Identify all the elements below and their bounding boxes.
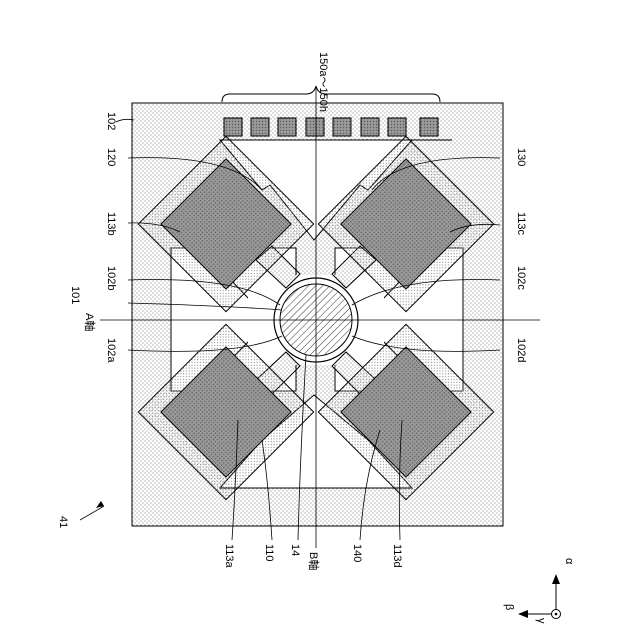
label-113d: 113d [391, 544, 403, 568]
label-113c: 113c [515, 212, 527, 236]
label-113b: 113b [105, 212, 117, 236]
label-102d: 102d [515, 338, 527, 362]
label-102: 102 [105, 112, 117, 130]
pad [420, 118, 438, 136]
label-110: 110 [263, 544, 275, 562]
brace [222, 86, 440, 102]
label-gamma: γ [535, 618, 547, 624]
label-101: 101 [69, 286, 81, 304]
pad [333, 118, 351, 136]
pad [251, 118, 269, 136]
label-41: 41 [57, 516, 69, 528]
pad [278, 118, 296, 136]
label-102b: 102b [105, 266, 117, 290]
label-102a: 102a [105, 338, 117, 363]
pad [306, 118, 324, 136]
pad [361, 118, 379, 136]
coordinate-system: α β γ [503, 558, 575, 624]
label-alpha: α [563, 558, 575, 565]
label-beta: β [503, 604, 515, 610]
pad [224, 118, 242, 136]
label-120: 120 [105, 148, 117, 166]
label-14: 14 [289, 544, 301, 556]
pad [388, 118, 406, 136]
label-140: 140 [351, 544, 363, 562]
label-b-axis: B軸 [307, 552, 321, 570]
alpha-arrow [552, 574, 560, 584]
label-130: 130 [515, 148, 527, 166]
label-a-axis: A軸 [83, 313, 97, 331]
label-102c: 102c [515, 266, 527, 290]
label-113a: 113a [223, 544, 235, 569]
label-150: 150a～150h [317, 52, 329, 112]
beta-arrow [518, 610, 528, 618]
